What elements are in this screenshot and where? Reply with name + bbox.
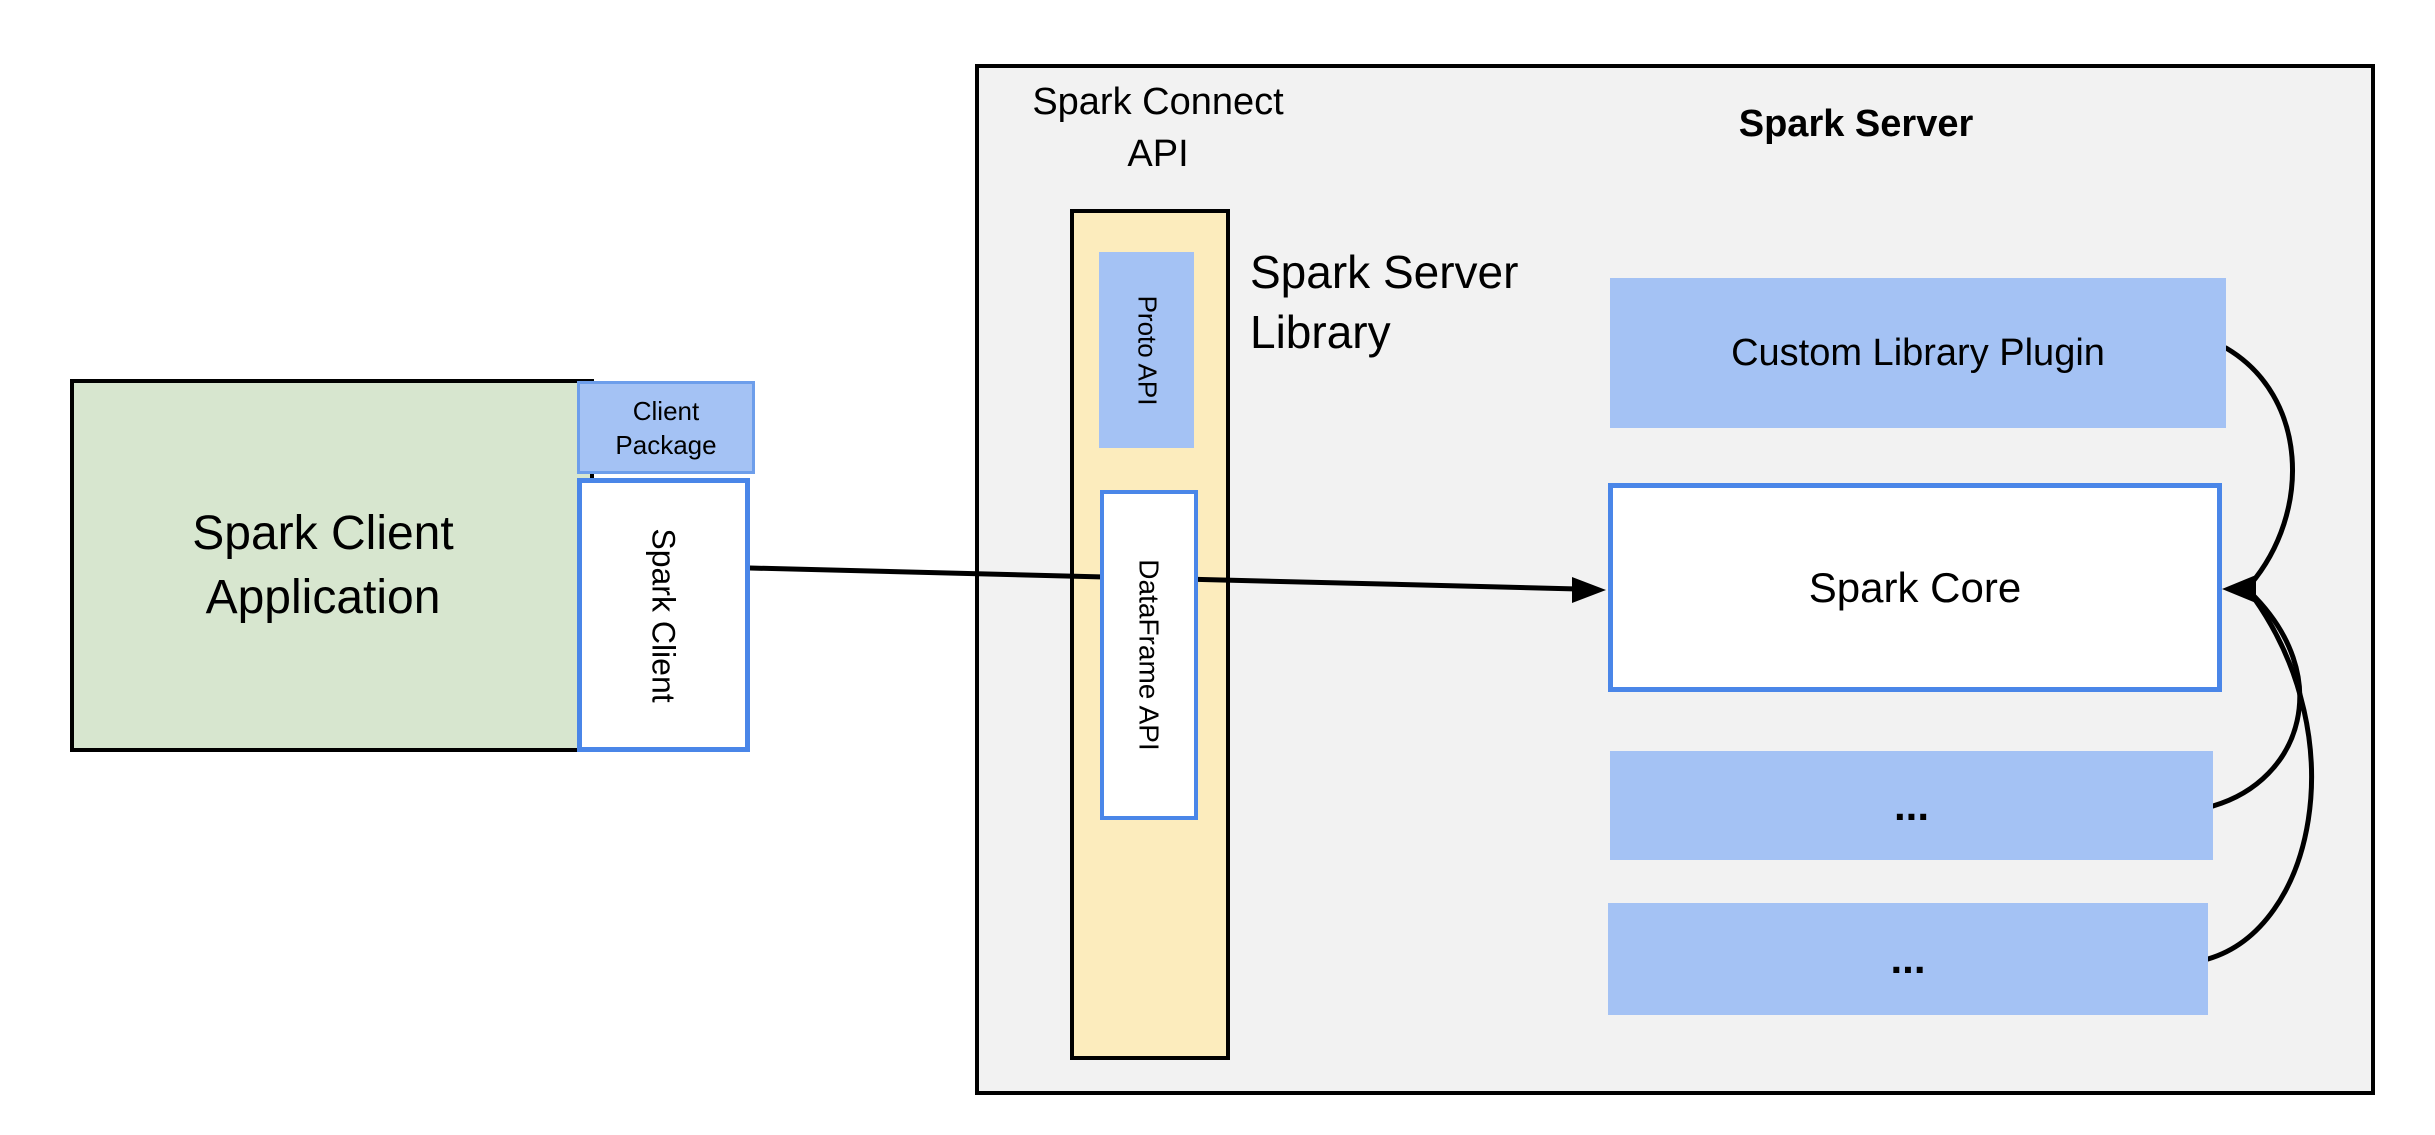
proto-api-box: Proto API <box>1099 252 1194 448</box>
client-package-label: Client Package <box>615 395 717 460</box>
extension-slot-1-box: ... <box>1610 751 2213 860</box>
spark-client-box: Spark Client <box>577 478 750 752</box>
custom-library-plugin-label: Custom Library Plugin <box>1731 331 2105 374</box>
dataframe-api-label: DataFrame API <box>1134 559 1165 751</box>
client-application-box <box>70 379 594 752</box>
spark-core-label: Spark Core <box>1808 563 2022 611</box>
dataframe-api-box: DataFrame API <box>1100 490 1198 820</box>
spark-server-library-label: Spark Server Library <box>1250 246 1519 358</box>
spark-core-box: Spark Core <box>1608 483 2222 692</box>
extension-slot-2-label: ... <box>1890 935 1926 982</box>
client-application-label: Spark Client Application <box>192 507 454 624</box>
spark-client-label: Spark Client <box>646 527 683 703</box>
client-package-box: Client Package <box>577 381 755 474</box>
extension-slot-1-label: ... <box>1893 781 1929 829</box>
extension-slot-2-box: ... <box>1608 903 2208 1015</box>
spark-server-title: Spark Server <box>1738 103 1974 145</box>
custom-library-plugin-box: Custom Library Plugin <box>1610 278 2226 428</box>
proto-api-label: Proto API <box>1132 295 1162 405</box>
spark-connect-api-title: Spark Connect API <box>1032 81 1284 175</box>
